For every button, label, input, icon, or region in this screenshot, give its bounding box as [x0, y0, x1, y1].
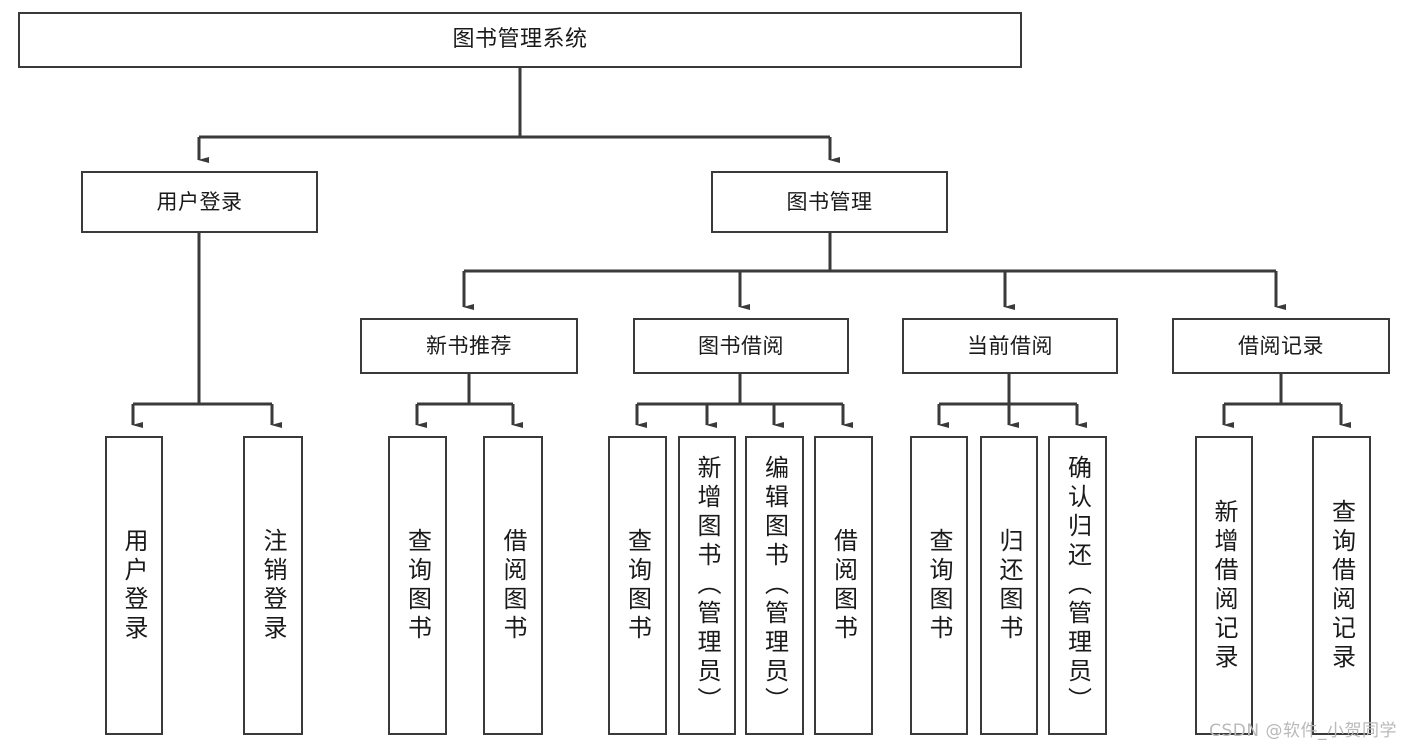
node-leaf-confirm-return-label: 确认归还（管理员）	[1063, 455, 1092, 716]
node-user-login[interactable]: 用户登录	[81, 171, 318, 233]
node-leaf-edit-book-label: 编辑图书（管理员）	[760, 455, 789, 716]
node-root[interactable]: 图书管理系统	[18, 12, 1022, 68]
node-leaf-borrow-book-2-label: 借阅图书	[829, 527, 858, 644]
node-leaf-user-login[interactable]: 用户登录	[105, 436, 163, 735]
node-leaf-query-book-2-label: 查询图书	[623, 527, 652, 644]
node-leaf-confirm-return[interactable]: 确认归还（管理员）	[1048, 436, 1107, 735]
node-root-label: 图书管理系统	[452, 27, 588, 53]
node-leaf-add-record[interactable]: 新增借阅记录	[1195, 436, 1253, 735]
node-leaf-query-record-label: 查询借阅记录	[1327, 498, 1356, 673]
node-leaf-add-book-label: 新增图书（管理员）	[693, 455, 721, 716]
node-leaf-user-login-label: 用户登录	[120, 527, 148, 644]
node-leaf-add-book[interactable]: 新增图书（管理员）	[678, 436, 736, 735]
node-leaf-borrow-book-2[interactable]: 借阅图书	[814, 436, 873, 735]
node-leaf-borrow-book-1[interactable]: 借阅图书	[483, 436, 543, 735]
node-user-login-label: 用户登录	[156, 189, 243, 214]
node-leaf-query-book-3[interactable]: 查询图书	[910, 436, 968, 735]
node-leaf-return-book[interactable]: 归还图书	[980, 436, 1038, 735]
node-leaf-query-book-2[interactable]: 查询图书	[608, 436, 667, 735]
node-borrow-record[interactable]: 借阅记录	[1172, 318, 1390, 374]
node-leaf-query-record[interactable]: 查询借阅记录	[1312, 436, 1371, 735]
node-book-borrow[interactable]: 图书借阅	[633, 318, 849, 374]
node-leaf-query-book-1[interactable]: 查询图书	[388, 436, 447, 735]
watermark-text: CSDN @软件_小贺同学	[1209, 721, 1397, 741]
node-leaf-query-book-1-label: 查询图书	[403, 527, 432, 644]
node-current-borrow-label: 当前借阅	[967, 333, 1053, 358]
node-book-borrow-label: 图书借阅	[698, 333, 784, 358]
node-book-manage[interactable]: 图书管理	[711, 171, 948, 233]
node-leaf-return-book-label: 归还图书	[995, 527, 1023, 644]
node-borrow-record-label: 借阅记录	[1238, 333, 1324, 358]
node-leaf-query-book-3-label: 查询图书	[925, 527, 953, 644]
node-new-book-recommend-label: 新书推荐	[426, 333, 512, 358]
node-new-book-recommend[interactable]: 新书推荐	[360, 318, 578, 374]
node-current-borrow[interactable]: 当前借阅	[902, 318, 1118, 374]
node-leaf-edit-book[interactable]: 编辑图书（管理员）	[745, 436, 804, 735]
node-leaf-borrow-book-1-label: 借阅图书	[499, 527, 527, 644]
node-book-manage-label: 图书管理	[786, 189, 873, 214]
node-leaf-logout-label: 注销登录	[259, 527, 287, 644]
node-leaf-add-record-label: 新增借阅记录	[1210, 498, 1238, 673]
node-leaf-logout[interactable]: 注销登录	[243, 436, 303, 735]
